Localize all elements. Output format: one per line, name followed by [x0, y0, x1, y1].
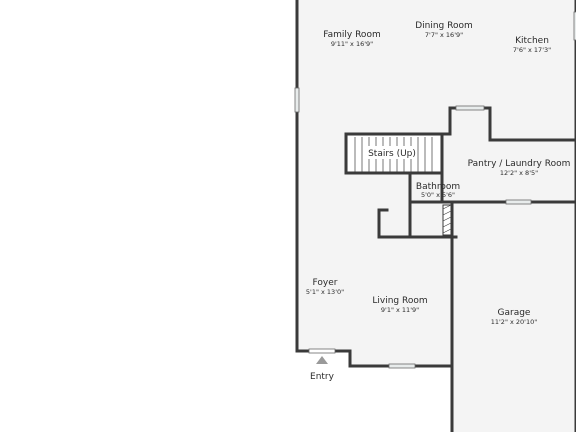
- entry-label: Entry: [310, 372, 335, 382]
- room-dims: 5'1" x 13'0": [306, 288, 344, 296]
- room-name: Garage: [498, 308, 531, 318]
- entry-arrow-icon: [316, 356, 328, 364]
- room-name: Living Room: [372, 296, 427, 306]
- floor-area: [297, 0, 576, 432]
- room-living: Living Room 9'1" x 11'9": [372, 296, 427, 314]
- room-name: Dining Room: [415, 21, 473, 31]
- room-family: Family Room 9'11" x 16'9": [323, 30, 380, 48]
- room-dims: 11'2" x 20'10": [491, 318, 537, 326]
- windows: [294, 11, 576, 369]
- room-name: Stairs (Up): [368, 149, 416, 159]
- room-name: Foyer: [313, 278, 338, 288]
- room-dining: Dining Room 7'7" x 16'9": [415, 21, 473, 39]
- room-name: Pantry / Laundry Room: [468, 159, 571, 169]
- room-dims: 7'6" x 17'3": [513, 46, 551, 54]
- walls: [295, 0, 576, 432]
- room-dims: 9'11" x 16'9": [331, 40, 373, 48]
- room-bathroom: Bathroom 5'0" x 5'6": [416, 182, 460, 199]
- entry-door: [308, 348, 336, 364]
- room-kitchen: Kitchen 7'6" x 17'3": [513, 36, 551, 54]
- room-pantry-laundry: Pantry / Laundry Room 12'2" x 8'5": [468, 159, 571, 177]
- room-dims: 7'7" x 16'9": [425, 31, 463, 39]
- room-name: Family Room: [323, 30, 380, 40]
- room-dims: 12'2" x 8'5": [500, 169, 538, 177]
- room-stairs: Stairs (Up): [368, 146, 416, 159]
- room-garage: Garage 11'2" x 20'10": [491, 308, 537, 326]
- room-dims: 5'0" x 5'6": [421, 191, 455, 199]
- room-name: Kitchen: [515, 36, 549, 46]
- vent-hatch: [442, 204, 452, 236]
- room-foyer: Foyer 5'1" x 13'0": [306, 278, 344, 296]
- room-name: Bathroom: [416, 182, 460, 192]
- room-dims: 9'1" x 11'9": [381, 306, 419, 314]
